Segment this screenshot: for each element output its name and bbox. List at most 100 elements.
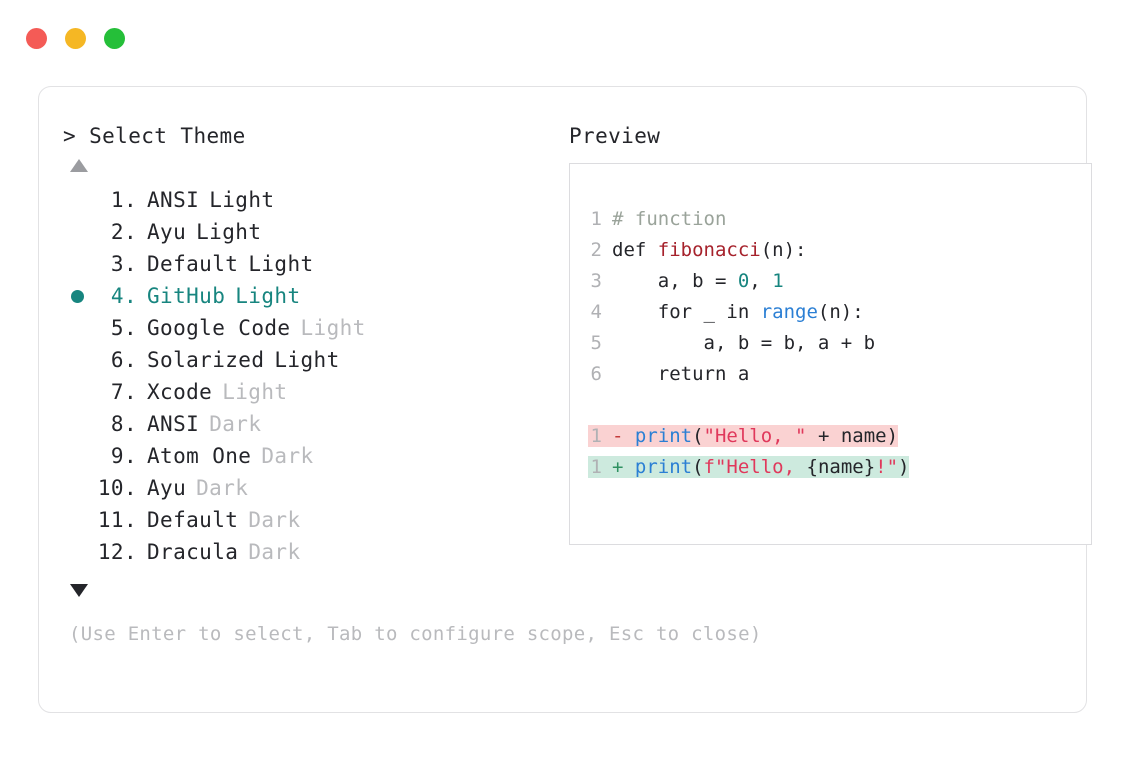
code-line: 3 a, b = 0, 1 (588, 266, 1091, 297)
theme-list-item[interactable]: 9. Atom One Dark (63, 440, 553, 472)
theme-item-variant: Dark (196, 476, 249, 500)
selection-bullet-slot (63, 472, 91, 504)
scroll-down-icon[interactable] (70, 584, 88, 597)
theme-list-item[interactable]: 3. Default Light (63, 248, 553, 280)
theme-item-name: Xcode (147, 380, 213, 404)
theme-item-index: 1. (110, 188, 137, 212)
theme-item-index: 8. (110, 412, 137, 436)
diff-line-added: 1+ print(f"Hello, {name}!") (588, 452, 1091, 483)
scroll-up-icon[interactable] (70, 159, 88, 172)
code-token: ( (692, 456, 704, 478)
diff-highlight: 1+ print(f"Hello, {name}!") (588, 456, 910, 478)
selection-bullet-slot (63, 184, 91, 216)
selection-bullet-slot (63, 248, 91, 280)
line-number: 4 (590, 301, 602, 323)
theme-item-name: Dracula (147, 540, 239, 564)
line-number: 5 (590, 332, 602, 354)
code-token: a, b = b, a + b (612, 332, 876, 354)
selection-bullet-slot (63, 408, 91, 440)
theme-item-name: Ayu (147, 220, 187, 244)
theme-item-name: GitHub (147, 284, 226, 308)
code-token: print (634, 456, 693, 478)
maximize-button[interactable] (104, 28, 125, 49)
code-token: return a (612, 363, 750, 385)
minimize-button[interactable] (65, 28, 86, 49)
code-token: def (612, 239, 658, 261)
code-token: for _ in (612, 301, 761, 323)
theme-item-name: Default (147, 508, 239, 532)
theme-item-name: Google Code (147, 316, 291, 340)
theme-item-name: Default (147, 252, 239, 276)
theme-item-variant: Light (196, 220, 262, 244)
code-token: !" (875, 456, 899, 478)
theme-list-item[interactable]: 5. Google Code Light (63, 312, 553, 344)
code-token: + name) (806, 425, 899, 447)
theme-list-item[interactable]: 7. Xcode Light (63, 376, 553, 408)
theme-list-item[interactable]: 2. Ayu Light (63, 216, 553, 248)
theme-item-name: ANSI (147, 412, 200, 436)
theme-item-index: 3. (110, 252, 137, 276)
code-token: {name} (806, 456, 876, 478)
theme-item-variant: Dark (261, 444, 314, 468)
line-number: 1 (590, 425, 602, 447)
keyboard-hint: (Use Enter to select, Tab to configure s… (69, 623, 762, 645)
code-token: (n): (817, 301, 864, 323)
code-token: f"Hello, (703, 456, 807, 478)
diff-highlight: 1- print("Hello, " + name) (588, 425, 899, 447)
code-line: 6 return a (588, 359, 1091, 390)
code-token: "Hello, " (703, 425, 807, 447)
line-number: 6 (590, 363, 602, 385)
code-token: a, b = (612, 270, 738, 292)
theme-list-item[interactable]: 11. Default Dark (63, 504, 553, 536)
line-number: 3 (590, 270, 602, 292)
selection-bullet-slot (63, 312, 91, 344)
theme-item-variant: Light (209, 188, 275, 212)
selection-bullet-slot (63, 376, 91, 408)
theme-item-variant: Light (248, 252, 314, 276)
line-number: 2 (590, 239, 602, 261)
theme-item-index: 10. (97, 476, 137, 500)
code-token: range (760, 301, 818, 323)
theme-item-variant: Light (300, 316, 366, 340)
preview-heading: Preview (569, 124, 661, 148)
line-number: 1 (590, 456, 602, 478)
theme-item-index: 5. (110, 316, 137, 340)
theme-item-variant: Dark (248, 508, 301, 532)
theme-item-variant: Light (222, 380, 288, 404)
theme-item-index: 4. (110, 284, 137, 308)
code-token: (n): (760, 239, 807, 261)
theme-item-index: 9. (110, 444, 137, 468)
selection-bullet-slot (63, 440, 91, 472)
code-token: , (749, 270, 773, 292)
code-line: 1# function (588, 204, 1091, 235)
theme-item-index: 6. (110, 348, 137, 372)
code-line: 5 a, b = b, a + b (588, 328, 1091, 359)
code-token: ) (898, 456, 910, 478)
theme-item-index: 11. (97, 508, 137, 532)
selected-bullet-icon (70, 289, 84, 303)
close-button[interactable] (26, 28, 47, 49)
selection-bullet-slot (63, 280, 91, 312)
code-line: 2 def fibonacci(n): (588, 235, 1091, 266)
selection-bullet-slot (63, 344, 91, 376)
code-token: print (634, 425, 693, 447)
selection-bullet-slot (63, 504, 91, 536)
theme-item-index: 7. (110, 380, 137, 404)
theme-item-index: 2. (110, 220, 137, 244)
theme-item-name: Atom One (147, 444, 252, 468)
code-token: 0 (737, 270, 750, 292)
code-token: fibonacci (657, 239, 761, 261)
panel-heading: > Select Theme (63, 123, 553, 149)
theme-item-variant: Light (274, 348, 340, 372)
